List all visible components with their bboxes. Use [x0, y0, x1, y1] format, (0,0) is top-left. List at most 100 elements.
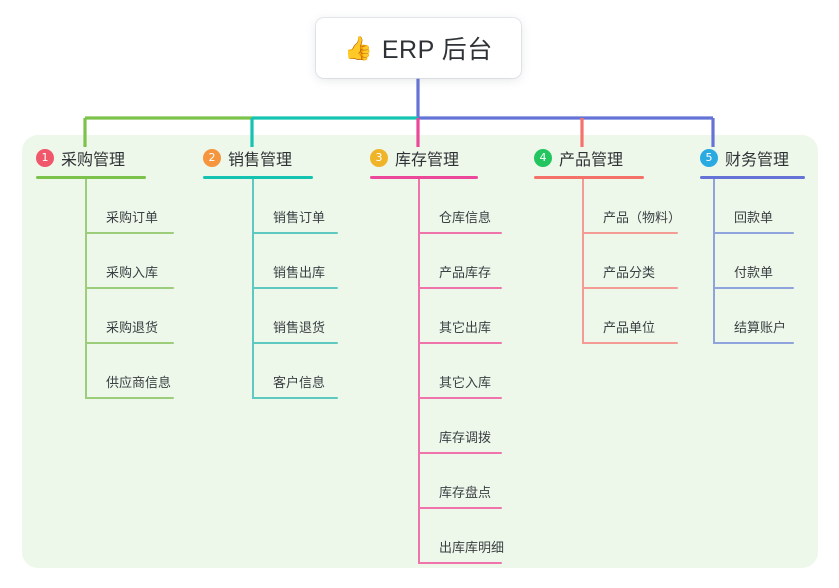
leaf-item[interactable]: 供应商信息 — [36, 344, 174, 399]
branch-spine-4 — [582, 179, 584, 344]
leaf-label: 采购退货 — [106, 320, 159, 335]
branch-spine-3 — [418, 179, 420, 564]
leaf-underline — [253, 232, 338, 234]
leaf-label: 库存调拨 — [439, 430, 492, 445]
leaf-label: 付款单 — [734, 265, 774, 280]
leaf-item[interactable]: 销售退货 — [203, 289, 338, 344]
leaf-underline — [253, 287, 338, 289]
branch-title-4: 产品管理 — [559, 152, 624, 169]
branch-header-rule-4 — [534, 176, 644, 179]
branch-number-badge-1: 1 — [36, 149, 54, 167]
branch-title-2: 销售管理 — [228, 152, 293, 169]
leaf-label: 销售出库 — [273, 265, 326, 280]
branch-header-1[interactable]: 1 采购管理 — [36, 146, 146, 170]
leaf-label: 库存盘点 — [439, 485, 492, 500]
branch-leaf-list-1: 采购订单采购入库采购退货供应商信息 — [36, 179, 174, 399]
leaf-underline — [583, 232, 678, 234]
leaf-item[interactable]: 结算账户 — [700, 289, 805, 344]
branch-column-2: 2 销售管理销售订单销售出库销售退货客户信息 — [203, 146, 338, 399]
branch-leaf-list-2: 销售订单销售出库销售退货客户信息 — [203, 179, 338, 399]
leaf-item[interactable]: 销售订单 — [203, 179, 338, 234]
leaf-underline — [419, 287, 502, 289]
leaf-label: 产品分类 — [603, 265, 656, 280]
leaf-item[interactable]: 回款单 — [700, 179, 805, 234]
leaf-underline — [86, 287, 174, 289]
branch-column-3: 3 库存管理仓库信息产品库存其它出库其它入库库存调拨库存盘点出库库明细 — [370, 146, 504, 564]
leaf-item[interactable]: 仓库信息 — [370, 179, 502, 234]
leaf-label: 采购订单 — [106, 210, 159, 225]
leaf-item[interactable]: 产品（物料） — [534, 179, 681, 234]
leaf-label: 产品库存 — [439, 265, 492, 280]
leaf-item[interactable]: 其它出库 — [370, 289, 502, 344]
branch-column-1: 1 采购管理采购订单采购入库采购退货供应商信息 — [36, 146, 174, 399]
branch-leaf-list-5: 回款单付款单结算账户 — [700, 179, 805, 344]
leaf-underline — [419, 562, 502, 564]
leaf-label: 其它出库 — [439, 320, 492, 335]
branch-leaf-list-3: 仓库信息产品库存其它出库其它入库库存调拨库存盘点出库库明细 — [370, 179, 504, 564]
branch-spine-5 — [713, 179, 715, 344]
leaf-underline — [714, 232, 794, 234]
branch-header-rule-2 — [203, 176, 313, 179]
branch-spine-2 — [252, 179, 254, 399]
leaf-label: 销售订单 — [273, 210, 326, 225]
diagram-background-panel — [22, 135, 818, 568]
root-node-title: ERP 后台 — [381, 36, 493, 64]
branch-header-2[interactable]: 2 销售管理 — [203, 146, 313, 170]
leaf-label: 产品（物料） — [603, 210, 682, 225]
leaf-label: 供应商信息 — [106, 375, 172, 390]
branch-spine-1 — [85, 179, 87, 399]
leaf-item[interactable]: 库存调拨 — [370, 399, 502, 454]
branch-number-badge-2: 2 — [203, 149, 221, 167]
leaf-label: 客户信息 — [273, 375, 326, 390]
leaf-underline — [253, 397, 338, 399]
leaf-underline — [714, 342, 794, 344]
leaf-underline — [419, 232, 502, 234]
leaf-label: 出库库明细 — [439, 540, 505, 555]
leaf-label: 其它入库 — [439, 375, 492, 390]
branch-title-1: 采购管理 — [61, 152, 126, 169]
leaf-label: 销售退货 — [273, 320, 326, 335]
leaf-item[interactable]: 产品库存 — [370, 234, 502, 289]
leaf-underline — [86, 397, 174, 399]
leaf-item[interactable]: 库存盘点 — [370, 454, 502, 509]
leaf-item[interactable]: 采购订单 — [36, 179, 174, 234]
leaf-underline — [253, 342, 338, 344]
branch-number-badge-4: 4 — [534, 149, 552, 167]
branch-header-rule-5 — [700, 176, 805, 179]
leaf-item[interactable]: 采购退货 — [36, 289, 174, 344]
leaf-underline — [583, 342, 678, 344]
leaf-underline — [583, 287, 678, 289]
branch-header-rule-1 — [36, 176, 146, 179]
leaf-label: 产品单位 — [603, 320, 656, 335]
branch-header-rule-3 — [370, 176, 478, 179]
leaf-item[interactable]: 采购入库 — [36, 234, 174, 289]
leaf-underline — [419, 452, 502, 454]
leaf-item[interactable]: 出库库明细 — [370, 509, 504, 564]
leaf-underline — [86, 342, 174, 344]
leaf-label: 采购入库 — [106, 265, 159, 280]
leaf-item[interactable]: 产品分类 — [534, 234, 678, 289]
leaf-item[interactable]: 其它入库 — [370, 344, 502, 399]
leaf-label: 仓库信息 — [439, 210, 492, 225]
root-node-erp-backend[interactable]: 👍 ERP 后台 — [316, 18, 521, 78]
leaf-item[interactable]: 付款单 — [700, 234, 805, 289]
leaf-underline — [419, 342, 502, 344]
leaf-label: 回款单 — [734, 210, 774, 225]
leaf-underline — [419, 507, 502, 509]
root-node-content: 👍 ERP 后台 — [344, 30, 493, 66]
leaf-underline — [86, 232, 174, 234]
branch-title-3: 库存管理 — [395, 152, 460, 169]
branch-header-4[interactable]: 4 产品管理 — [534, 146, 644, 170]
thumbs-up-icon: 👍 — [344, 34, 373, 61]
branch-title-5: 财务管理 — [725, 152, 790, 169]
leaf-item[interactable]: 客户信息 — [203, 344, 338, 399]
leaf-item[interactable]: 销售出库 — [203, 234, 338, 289]
branch-header-3[interactable]: 3 库存管理 — [370, 146, 478, 170]
leaf-underline — [714, 287, 794, 289]
leaf-item[interactable]: 产品单位 — [534, 289, 678, 344]
branch-number-badge-3: 3 — [370, 149, 388, 167]
